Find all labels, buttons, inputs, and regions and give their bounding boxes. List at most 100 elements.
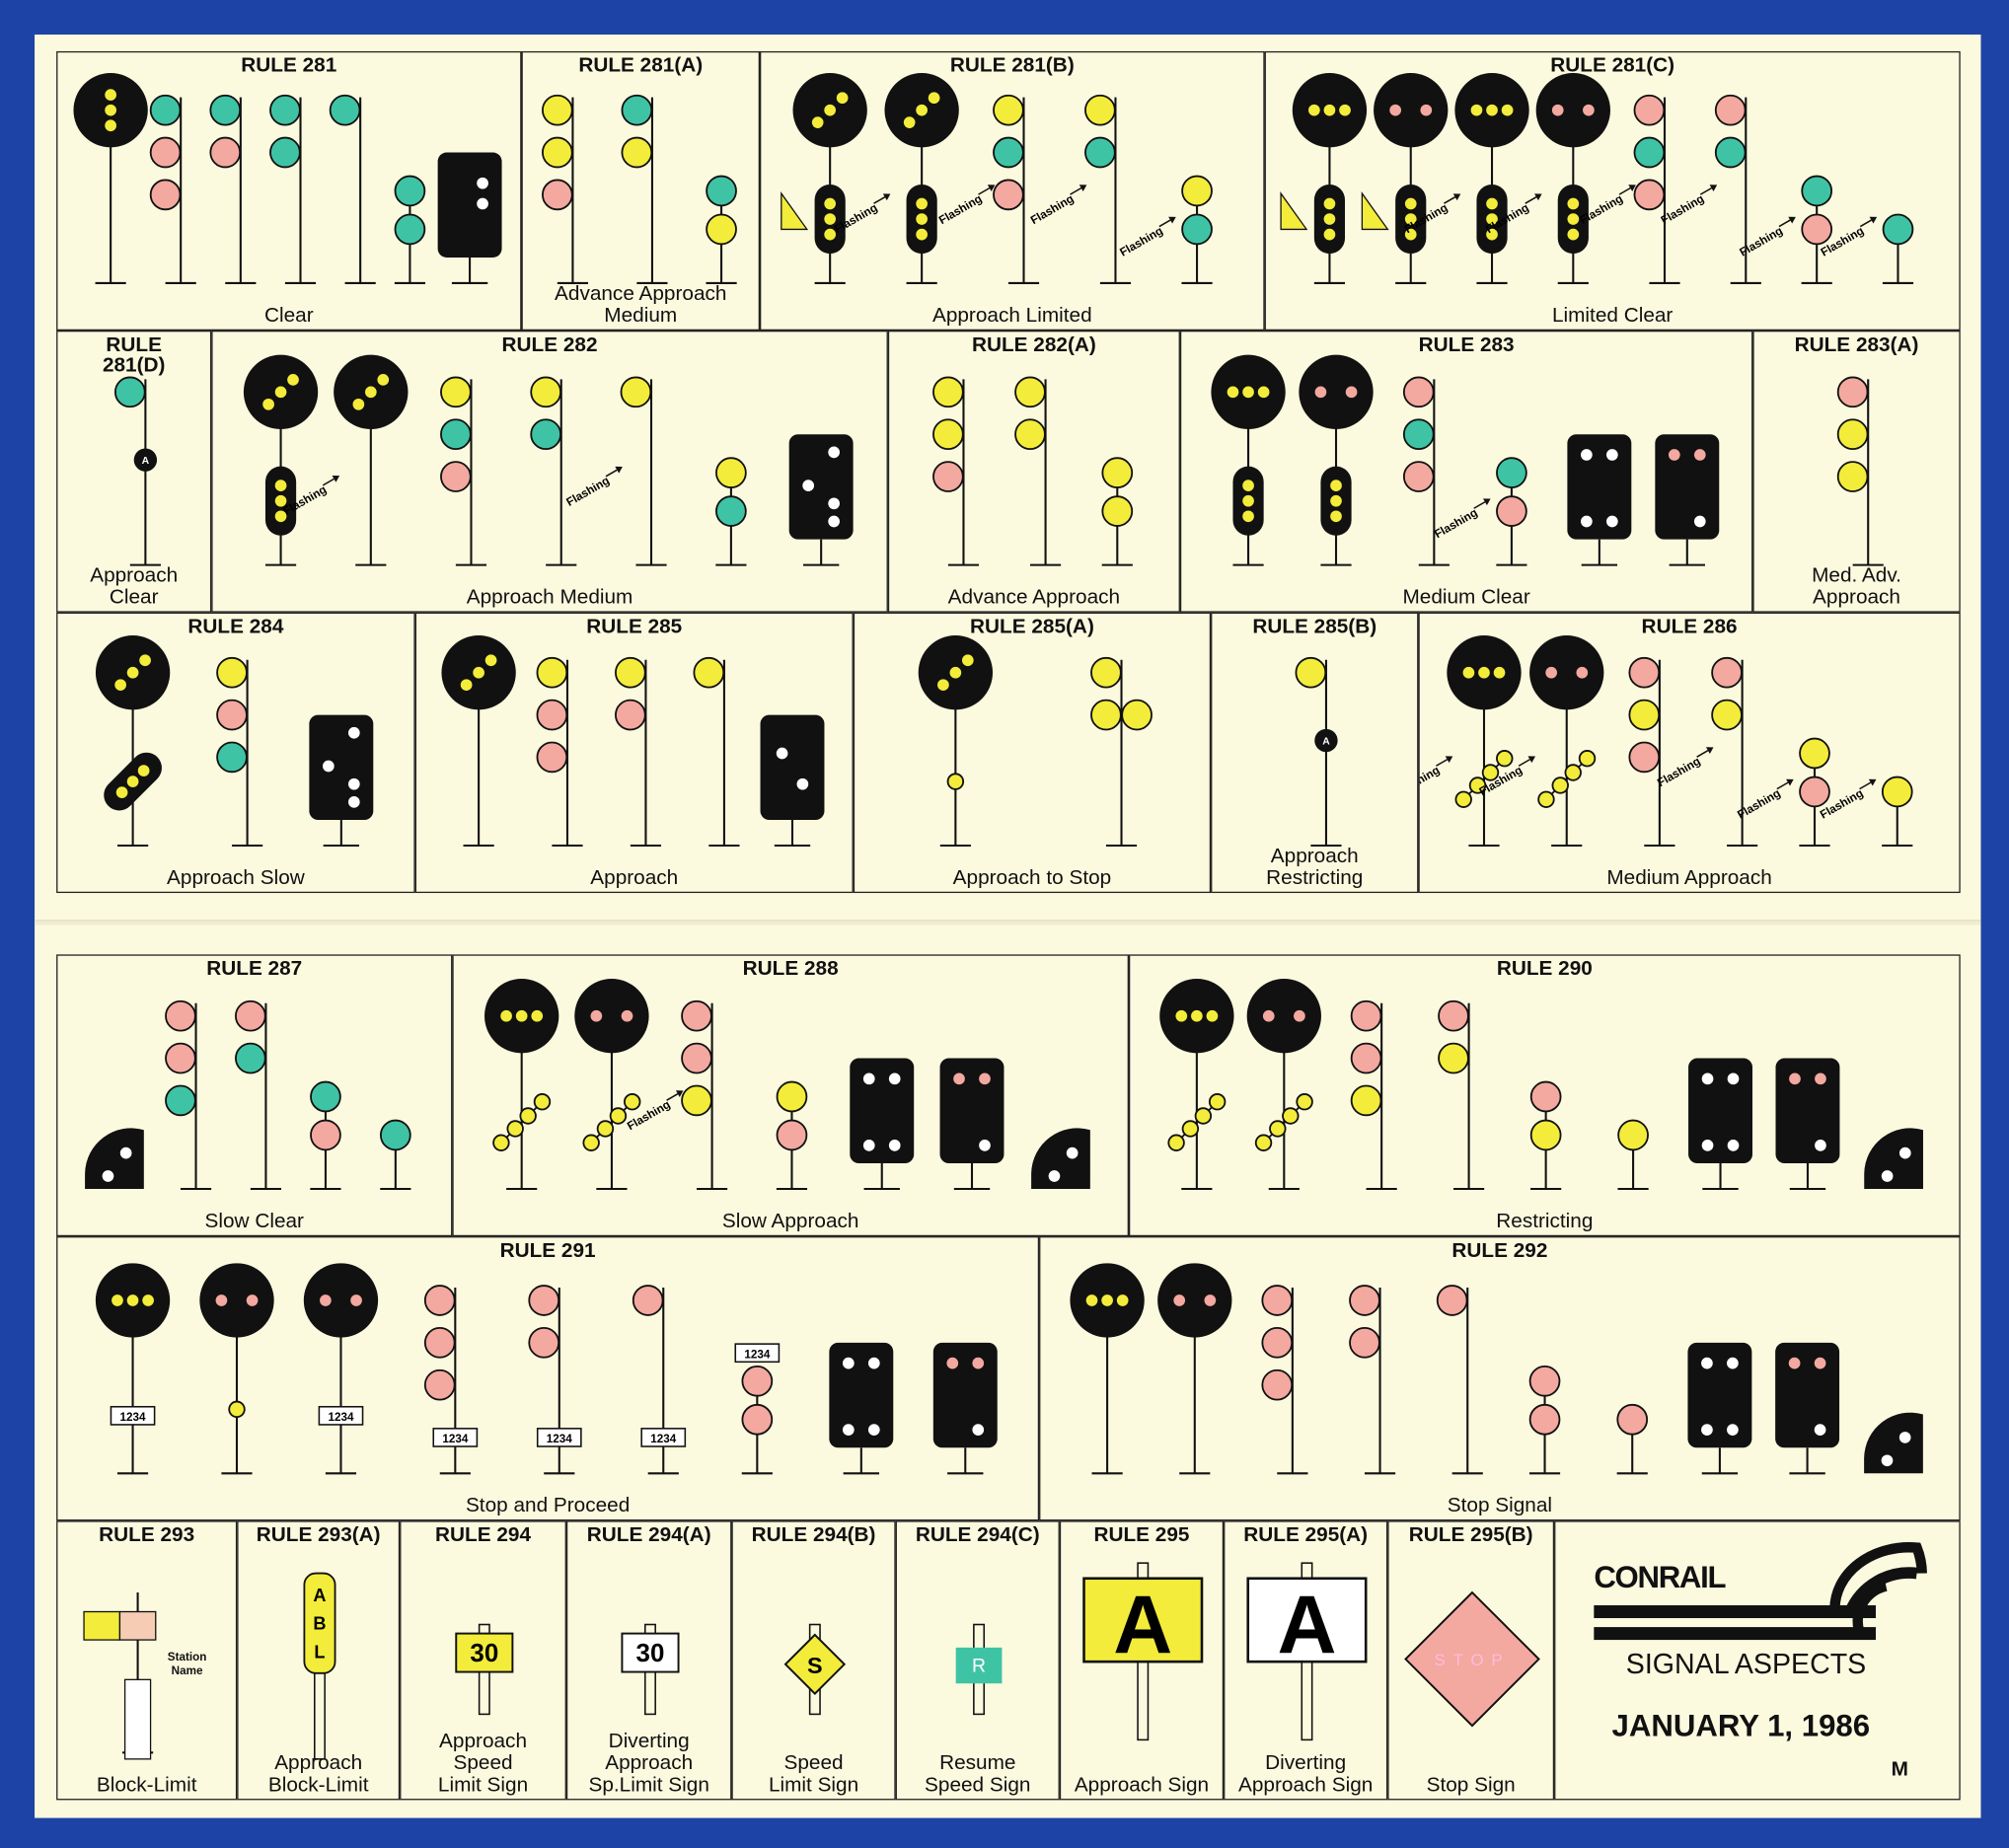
signal-lamp xyxy=(380,1119,411,1151)
signal-mast xyxy=(1261,1285,1308,1475)
lower-position-unit xyxy=(1557,184,1589,255)
dwarf-position-light xyxy=(932,1342,998,1448)
dwarf-quarter-light xyxy=(1031,1128,1090,1190)
aspect-dot xyxy=(1175,1009,1188,1022)
signal-pos xyxy=(1246,979,1321,1191)
aspect-dot xyxy=(828,515,840,528)
signal-lamp xyxy=(681,999,712,1032)
dwarf-position-light xyxy=(1775,1058,1840,1164)
signal-lamp xyxy=(1101,457,1134,488)
signal-pos xyxy=(1070,1263,1145,1475)
label-text: Flashing xyxy=(564,475,612,509)
signal-mast: Flashing xyxy=(1028,94,1132,285)
flashing-label: Flashing xyxy=(1118,216,1176,259)
signal-lamp xyxy=(715,495,747,527)
signal-lamp xyxy=(621,94,653,126)
signal-lamp xyxy=(1402,418,1435,451)
signal-lamp xyxy=(536,656,568,689)
aspect-dot xyxy=(1898,1432,1911,1443)
signal-lamp xyxy=(681,1084,712,1117)
label-text: Flashing xyxy=(1433,506,1480,541)
marker-triangle-icon xyxy=(1361,191,1389,231)
sign: ABL xyxy=(303,1572,336,1760)
signal-pos xyxy=(73,73,148,285)
aspect-dot xyxy=(1881,1170,1894,1182)
aspect-dot xyxy=(1242,510,1254,523)
aspect-dot xyxy=(1668,449,1680,461)
signal-lamp xyxy=(582,1134,600,1151)
signal-drawing: A xyxy=(1082,1562,1204,1741)
aspect-dot xyxy=(1204,1294,1217,1306)
signal-lamp xyxy=(693,656,725,689)
rule-title: RULE 287 xyxy=(206,958,303,981)
position-light-head xyxy=(1157,1263,1232,1338)
signal-mast xyxy=(165,999,212,1191)
aspect-dot xyxy=(1788,1357,1801,1369)
aspect-caption: Medium Approach xyxy=(1606,867,1772,890)
signal-lamp xyxy=(216,656,248,689)
label-text: 1234 xyxy=(328,1411,353,1424)
station-name-board xyxy=(123,1678,152,1760)
signal-pos xyxy=(1299,354,1374,566)
label-text: Flashing xyxy=(936,192,984,227)
signal-lamp xyxy=(423,1285,456,1316)
signal-pos xyxy=(918,635,994,848)
aspect-dot xyxy=(274,480,287,491)
aspect-dot xyxy=(112,1294,123,1306)
aspect-dot xyxy=(828,446,840,459)
aspect-dot xyxy=(1101,1294,1113,1306)
signal-mast xyxy=(530,376,577,566)
aspect-dot xyxy=(1567,213,1580,225)
aspect-dot xyxy=(477,197,488,210)
signal-drawing: R xyxy=(955,1623,1003,1716)
aspect-dot xyxy=(1323,104,1336,116)
signal-lamp xyxy=(1481,764,1500,781)
aspect-dot xyxy=(824,228,837,241)
label-text: A xyxy=(1322,736,1330,747)
signal-dwarf: 1234 xyxy=(734,1343,781,1475)
signal-pos xyxy=(484,979,559,1191)
signal-mast xyxy=(1836,376,1884,566)
signal-drawing xyxy=(441,635,825,848)
aspect-caption: Approach Medium xyxy=(466,586,633,609)
signal-mast xyxy=(621,94,668,285)
aspect-dot xyxy=(916,104,928,116)
label-text: A xyxy=(1277,1579,1336,1670)
stop-sign xyxy=(1404,1590,1540,1728)
signal-lamp xyxy=(1349,1326,1380,1359)
flashing-label: Flashing xyxy=(1659,185,1718,227)
signal-pos: 1234 xyxy=(95,1263,171,1475)
approach-sign xyxy=(1246,1577,1368,1663)
position-light-head xyxy=(1535,73,1610,148)
arrow-icon xyxy=(1452,193,1461,201)
dwarf-position-light xyxy=(1775,1342,1840,1448)
signal-drawing: 30 xyxy=(455,1623,514,1716)
signal-lamp xyxy=(536,699,568,731)
signal-mast xyxy=(1349,1285,1396,1475)
aspect-dot xyxy=(972,1357,985,1369)
rule-title: RULE 281 xyxy=(241,54,337,77)
aspect-dot xyxy=(888,1072,901,1085)
signal-mast xyxy=(149,94,196,285)
aspect-dot xyxy=(916,197,928,210)
aspect-dot xyxy=(352,398,365,410)
signal-lamp xyxy=(1617,1119,1649,1151)
signal-pdwarf xyxy=(829,1342,894,1475)
signal-pos xyxy=(199,1263,274,1475)
aspect-dot xyxy=(1727,1424,1739,1436)
signal-lamp xyxy=(706,175,737,207)
signal-lamp xyxy=(1836,418,1869,451)
signal-lamp xyxy=(993,136,1024,169)
position-light-head xyxy=(1374,73,1449,148)
signal-drawing: Flashing xyxy=(484,979,1090,1191)
signal-lamp xyxy=(1349,1285,1380,1316)
signal-dwarf: Flashing xyxy=(1118,175,1213,285)
aspect-dot xyxy=(1389,104,1401,116)
arrow-icon xyxy=(1705,747,1714,755)
aspect-dot xyxy=(828,497,840,510)
sign: STOP xyxy=(1404,1590,1540,1728)
signal-lamp xyxy=(1254,1134,1273,1151)
rule-title: RULE 281(A) xyxy=(578,54,704,77)
aspect-dot xyxy=(824,197,837,210)
label-text: STOP xyxy=(1435,1651,1511,1669)
